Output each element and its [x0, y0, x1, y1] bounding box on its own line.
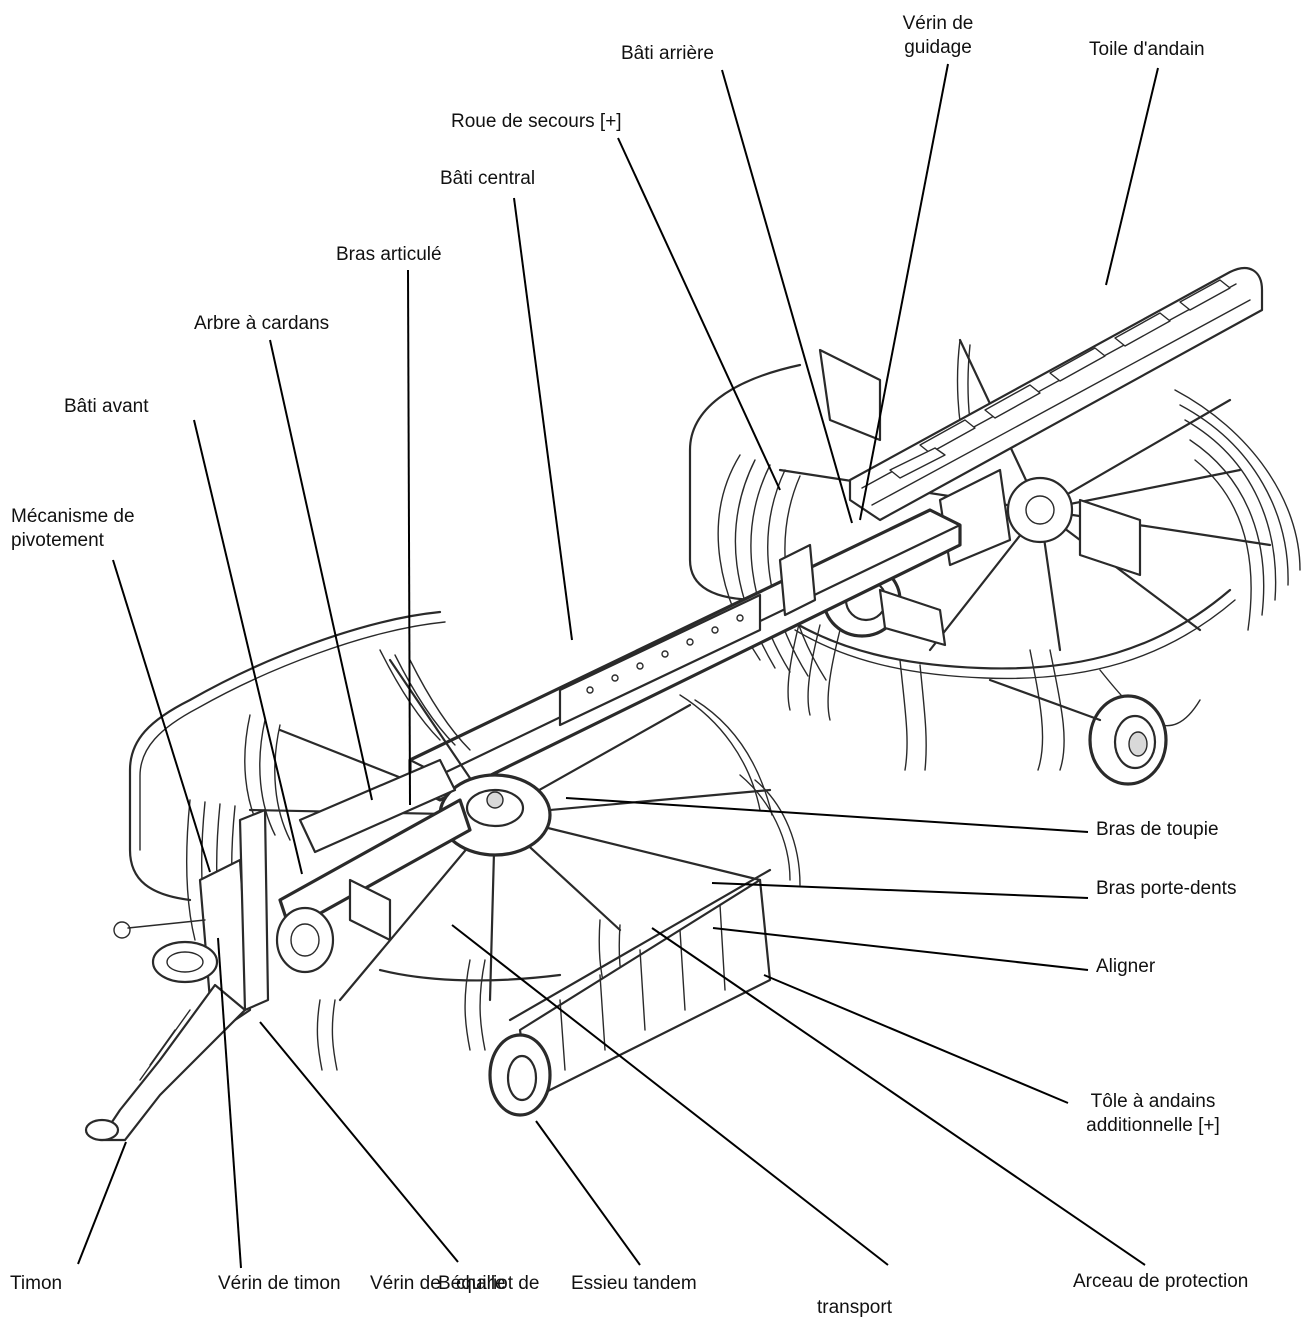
label-tole-andains-line2: additionnelle [+]	[1086, 1115, 1220, 1136]
leader-bequille	[259, 1021, 459, 1263]
main-beam	[408, 508, 962, 802]
label-verin-timon: Vérin de timon	[218, 1273, 341, 1294]
leader-arbre-cardans	[269, 339, 373, 801]
label-toile-andain: Toile d'andain	[1089, 39, 1205, 60]
label-verin-guidage-line2: guidage	[904, 37, 972, 58]
label-verin-guidage: Vérin de guidage	[888, 12, 988, 60]
front-wheel	[488, 1033, 552, 1117]
leader-bras-porte-dents	[711, 882, 1089, 899]
label-verin-overlap: Vérin de	[370, 1273, 441, 1294]
leader-roue-secours	[617, 137, 781, 491]
rear-guard-arch	[688, 363, 802, 602]
leader-verin-guidage	[859, 63, 949, 521]
label-essieu-tandem: Essieu tandem	[571, 1273, 697, 1294]
label-bras-toupie: Bras de toupie	[1096, 819, 1219, 840]
label-roue-secours: Roue de secours [+]	[451, 111, 622, 132]
front-guard-arch	[128, 610, 442, 902]
leader-lines	[77, 63, 1159, 1269]
label-arbre-cardans: Arbre à cardans	[194, 313, 330, 334]
leader-chariot-transport	[451, 924, 889, 1266]
label-mecanisme-line2: pivotement	[11, 530, 104, 551]
label-bati-avant: Bâti avant	[64, 396, 149, 417]
leader-timon	[77, 1141, 127, 1265]
label-timon: Timon	[10, 1273, 63, 1294]
leader-essieu-tandem	[535, 1120, 641, 1266]
leader-bras-toupie	[565, 797, 1089, 833]
label-aligner: Aligner	[1096, 956, 1156, 977]
drawbar	[98, 983, 247, 1142]
leader-bras-articule	[407, 269, 411, 806]
label-bati-central: Bâti central	[440, 168, 536, 189]
leader-tole-andains	[763, 974, 1069, 1104]
leader-verin-timon	[217, 937, 242, 1269]
leader-aligner	[712, 927, 1089, 971]
leader-toile-andain	[1105, 67, 1159, 286]
label-bras-porte-dents: Bras porte-dents	[1096, 878, 1237, 899]
label-mecanisme-line1: Mécanisme de	[11, 506, 135, 527]
label-arceau-protection: Arceau de protection	[1073, 1271, 1249, 1292]
rotary-rake-illustration	[84, 266, 1301, 1142]
leader-bati-arriere	[721, 69, 853, 524]
label-tole-andains: Tôle à andains additionnelle [+]	[1068, 1090, 1238, 1138]
label-mecanisme-pivotement: Mécanisme de pivotement	[11, 505, 135, 553]
leader-bati-central	[513, 197, 573, 641]
label-bras-articule: Bras articulé	[336, 244, 442, 265]
swath-curtain	[848, 266, 1264, 522]
label-verin-guidage-line1: Vérin de	[902, 13, 974, 34]
label-bati-arriere: Bâti arrière	[621, 43, 714, 64]
label-tole-andains-line1: Tôle à andains	[1090, 1091, 1216, 1112]
leader-bati-avant	[193, 419, 303, 875]
label-chariot: chariot de	[456, 1273, 540, 1294]
leader-arceau-protection	[651, 927, 1146, 1266]
label-bequille: Béquille	[438, 1273, 506, 1294]
leader-mecanisme-pivotement	[112, 559, 211, 873]
label-transport: transport	[817, 1297, 892, 1318]
